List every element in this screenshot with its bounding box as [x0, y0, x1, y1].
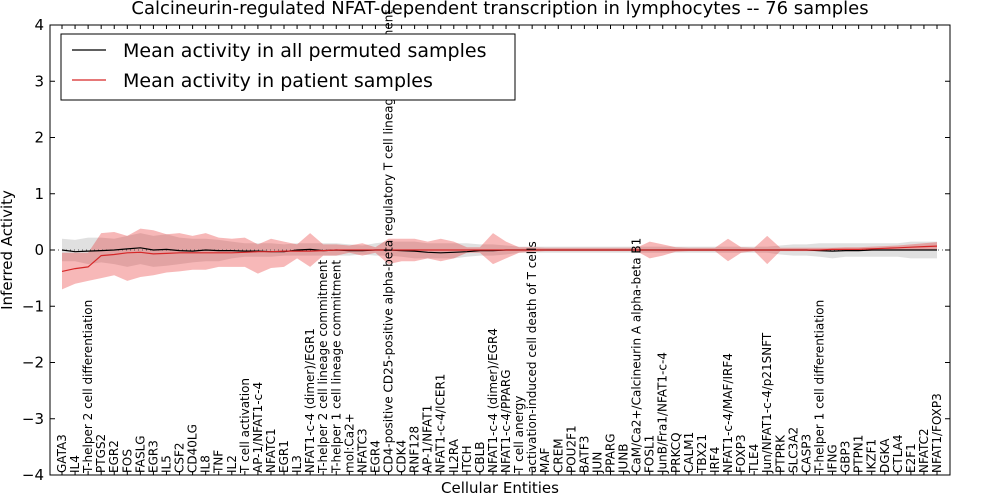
x-category-label: EGR1 — [277, 440, 291, 473]
x-category-label: RNF128 — [408, 426, 422, 473]
x-category-label: NFATC2 — [917, 428, 931, 473]
y-tick-label: −1 — [22, 297, 44, 315]
x-category-label: activation-induced cell death of T cells — [525, 241, 539, 473]
y-tick-label: −3 — [22, 410, 44, 428]
x-category-label: PPARG — [604, 433, 618, 473]
x-category-label: IL2 — [225, 455, 239, 473]
x-category-label: TNF — [212, 450, 226, 474]
y-tick-label: 1 — [34, 185, 44, 203]
x-category-label: IL5 — [160, 455, 174, 473]
x-category-label: NFAT1/FOXP3 — [930, 393, 944, 473]
x-axis-label: Cellular Entities — [441, 479, 559, 497]
x-category-label: T cell anergy — [512, 396, 526, 474]
legend: Mean activity in all permuted samples Me… — [60, 33, 516, 101]
x-category-label: JUN — [590, 452, 604, 474]
x-category-label: JunB/Fra1/NFAT1-c-4 — [656, 352, 670, 474]
y-axis-label: Inferred Activity — [0, 190, 16, 310]
x-category-label: CREM — [551, 438, 565, 473]
series-line-patient — [61, 245, 938, 272]
x-category-label: CD40LG — [186, 424, 200, 473]
y-tick-label: −2 — [22, 354, 44, 372]
confidence-bands — [62, 228, 937, 290]
x-category-label: POU2F1 — [564, 425, 578, 473]
x-category-label: NFAT1-c-4 (dimer)/EGR1 — [303, 328, 317, 473]
legend-label-permuted: Mean activity in all permuted samples — [123, 40, 486, 62]
x-category-label: FOS — [120, 449, 134, 473]
x-category-label: AP-1/NFAT1 — [421, 405, 435, 473]
x-category-label: TBX21 — [695, 434, 709, 474]
y-tick-label: 3 — [34, 72, 44, 90]
legend-label-patient: Mean activity in patient samples — [123, 70, 433, 92]
x-category-label: NFATC3 — [355, 428, 369, 473]
x-category-label: T-helper 1 cell lineage commitment — [329, 260, 343, 474]
x-category-label: EGR2 — [107, 440, 121, 473]
x-category-label: DGKA — [878, 438, 892, 473]
x-category-label: IL4 — [68, 455, 82, 473]
x-category-label: CaM/Ca2+/Calcineurin A alpha-beta B1 — [630, 238, 644, 473]
x-category-label: IL3 — [290, 455, 304, 473]
x-category-label: GBP3 — [839, 441, 853, 473]
x-category-label: Jun/NFAT1-c-4/p21SNFT — [760, 332, 774, 474]
x-category-label: T-helper 2 cell differentiation — [81, 300, 95, 474]
x-category-label: IL8 — [199, 455, 213, 473]
series-lines — [61, 245, 938, 272]
y-axis-ticks: −4 −3 −2 −1 0 1 2 3 4 — [22, 16, 950, 484]
x-category-label: T-helper 1 cell differentiation — [813, 300, 827, 474]
x-category-label: FOSL1 — [643, 435, 657, 473]
x-category-label: PTPRK — [773, 434, 787, 473]
x-axis-ticks — [61, 25, 938, 475]
x-category-label: ITCH — [460, 445, 474, 473]
x-category-label: IKZF1 — [865, 439, 879, 473]
x-category-label: NFAT1-c-4 (dimer)/EGR4 — [486, 328, 500, 473]
x-category-label: EGR3 — [146, 440, 160, 473]
x-category-label: IRF4 — [708, 447, 722, 473]
x-category-label: FOXP3 — [734, 434, 748, 473]
x-category-label: PTPN1 — [852, 435, 866, 473]
x-category-label: NFATC1 — [264, 428, 278, 473]
y-tick-label: −4 — [22, 466, 44, 484]
y-tick-label: 2 — [34, 129, 44, 147]
chart-title: Calcineurin-regulated NFAT-dependent tra… — [131, 0, 868, 19]
x-category-label: GATA3 — [55, 434, 69, 473]
x-category-label: TLE4 — [747, 444, 761, 474]
legend-box — [60, 33, 516, 101]
x-category-label: JUNB — [617, 443, 631, 474]
x-category-label: NFAT1-c-4/MAF/IRF4 — [721, 353, 735, 473]
x-category-label: CDK4 — [395, 440, 409, 473]
x-category-label: NFAT1-c-4/ICER1 — [434, 374, 448, 473]
x-category-label: T-helper 2 cell lineage commitment — [316, 260, 330, 474]
y-tick-label: 0 — [34, 241, 44, 259]
x-category-label: CD4-positive CD25-positive alpha-beta re… — [382, 10, 396, 473]
x-category-label: SLC3A2 — [786, 427, 800, 473]
x-category-label: FASLG — [133, 435, 147, 473]
x-category-label: CSF2 — [173, 442, 187, 473]
band-patient — [62, 228, 937, 290]
x-category-label: BATF3 — [577, 436, 591, 473]
x-category-label: T cell activation — [238, 378, 252, 474]
x-category-label: MAF — [538, 447, 552, 473]
x-category-label: AP-1/NFAT1-c-4 — [251, 382, 265, 473]
x-category-label: CASP3 — [799, 434, 813, 473]
x-category-label: CBLB — [473, 441, 487, 473]
x-category-label: NFAT1-c-4/PPARG — [499, 369, 513, 473]
x-category-label: E2F1 — [904, 443, 918, 473]
x-category-label: CALM1 — [682, 432, 696, 473]
x-category-label: PTGS2 — [94, 434, 108, 473]
x-category-label: IFNG — [826, 444, 840, 473]
y-tick-label: 4 — [34, 16, 44, 34]
x-category-label: EGR4 — [368, 440, 382, 473]
x-category-label: PRKCQ — [669, 432, 683, 473]
x-category-label: CTLA4 — [891, 434, 905, 473]
x-category-label: mol:Ca2+ — [342, 413, 356, 473]
x-category-label: IL2RA — [447, 438, 461, 473]
